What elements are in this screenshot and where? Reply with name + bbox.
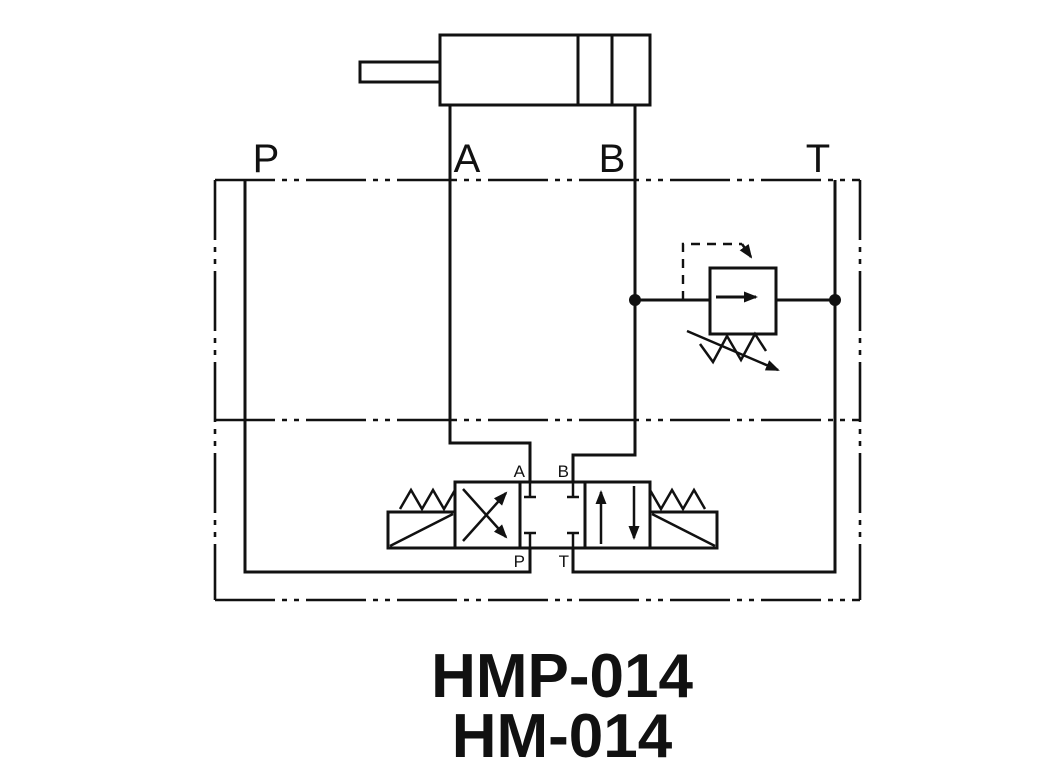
port-label-b: B xyxy=(599,137,626,181)
pressure-line-p xyxy=(243,180,532,574)
model-number-primary: HMP-014 xyxy=(431,642,693,711)
valve-port-labels: A B P T xyxy=(514,462,569,571)
crossed-flow-arrows xyxy=(462,488,508,542)
spring-left-icon xyxy=(398,487,457,512)
relief-valve-body xyxy=(708,266,778,336)
cylinder-body xyxy=(438,33,652,107)
valve-port-label-b: B xyxy=(558,462,569,481)
work-line-b xyxy=(571,105,637,482)
model-number-secondary: HM-014 xyxy=(452,702,673,771)
relief-spring xyxy=(698,331,768,365)
pilot-line xyxy=(681,242,742,300)
pilot-arrow xyxy=(739,243,753,259)
tank-line-t xyxy=(571,180,837,574)
work-line-a xyxy=(448,105,532,482)
port-labels: P A B T xyxy=(253,137,831,181)
blocked-center-ports xyxy=(524,483,579,547)
junction-dot-t xyxy=(829,294,841,306)
junction-dot-b xyxy=(629,294,641,306)
adjustment-arrow xyxy=(686,329,780,372)
cylinder-rod xyxy=(358,60,442,84)
port-label-p: P xyxy=(253,137,280,181)
manifold-boundary xyxy=(213,178,862,602)
valve-port-label-t: T xyxy=(559,552,569,571)
hydraulic-cylinder xyxy=(358,33,652,107)
solenoid-left-icon xyxy=(386,510,457,550)
solenoid-right-icon xyxy=(648,510,719,550)
directional-control-valve xyxy=(386,480,719,550)
valve-envelope-right xyxy=(583,480,652,550)
valve-port-label-p: P xyxy=(514,552,525,571)
parallel-flow-arrows xyxy=(595,486,640,544)
valve-port-label-a: A xyxy=(514,462,526,481)
port-label-t: T xyxy=(806,137,830,181)
spring-right-icon xyxy=(648,487,707,512)
port-label-a: A xyxy=(454,137,481,181)
model-titles: HMP-014 HM-014 xyxy=(431,642,693,771)
pressure-relief-valve xyxy=(681,242,780,372)
